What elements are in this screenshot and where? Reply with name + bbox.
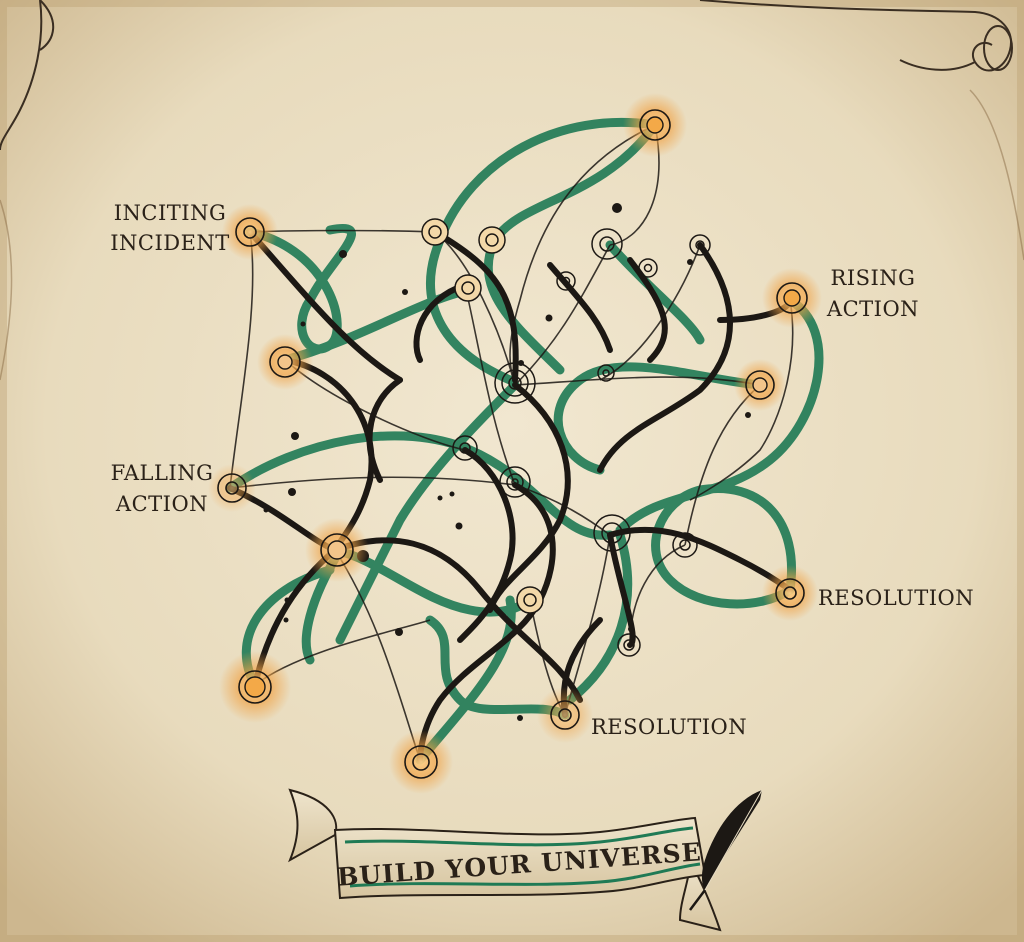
scroll-curl-icon (0, 0, 1013, 151)
node-bottom (389, 730, 453, 794)
minor-node (494, 362, 536, 404)
minor-node (597, 364, 615, 382)
minor-node (593, 514, 631, 552)
minor-node (638, 258, 658, 278)
minor-story-nodes (421, 218, 711, 657)
quill-feather-icon (689, 789, 763, 911)
node-resolution-right (762, 565, 818, 621)
svg-text:INCITING: INCITING (114, 201, 227, 225)
svg-text:FALLING: FALLING (111, 461, 214, 485)
svg-text:ACTION: ACTION (826, 297, 919, 321)
node-left-lower (305, 518, 369, 582)
black-story-threads (227, 229, 793, 763)
node-bottom-left (219, 651, 291, 723)
label-resolution-bottom: RESOLUTION (591, 715, 747, 739)
minor-node (452, 435, 478, 461)
banner-ribbon: BUILD YOUR UNIVERSE (288, 788, 722, 932)
minor-node (421, 218, 449, 246)
minor-node (591, 228, 623, 260)
minor-node (556, 271, 576, 291)
svg-text:ACTION: ACTION (115, 492, 208, 516)
node-top (623, 93, 687, 157)
node-left-upper (257, 334, 313, 390)
major-story-nodes (208, 93, 822, 794)
node-falling-action (208, 464, 256, 512)
node-inciting-incident (222, 204, 278, 260)
label-rising-action: RISING ACTION (826, 266, 919, 321)
svg-text:RISING: RISING (831, 266, 916, 290)
minor-node (478, 226, 506, 254)
minor-node (617, 633, 641, 657)
label-resolution-right: RESOLUTION (818, 586, 974, 610)
green-story-threads (225, 117, 824, 765)
label-inciting-incident: INCITING INCIDENT (110, 201, 230, 255)
minor-node (689, 234, 711, 256)
label-falling-action: FALLING ACTION (111, 461, 214, 516)
node-rising-action (762, 268, 822, 328)
minor-node (672, 532, 698, 558)
minor-node (499, 466, 531, 498)
node-resolution-bottom (537, 687, 593, 743)
svg-text:INCIDENT: INCIDENT (110, 231, 230, 255)
node-right-mid (734, 359, 786, 411)
minor-node (454, 274, 482, 302)
minor-node (516, 586, 544, 614)
